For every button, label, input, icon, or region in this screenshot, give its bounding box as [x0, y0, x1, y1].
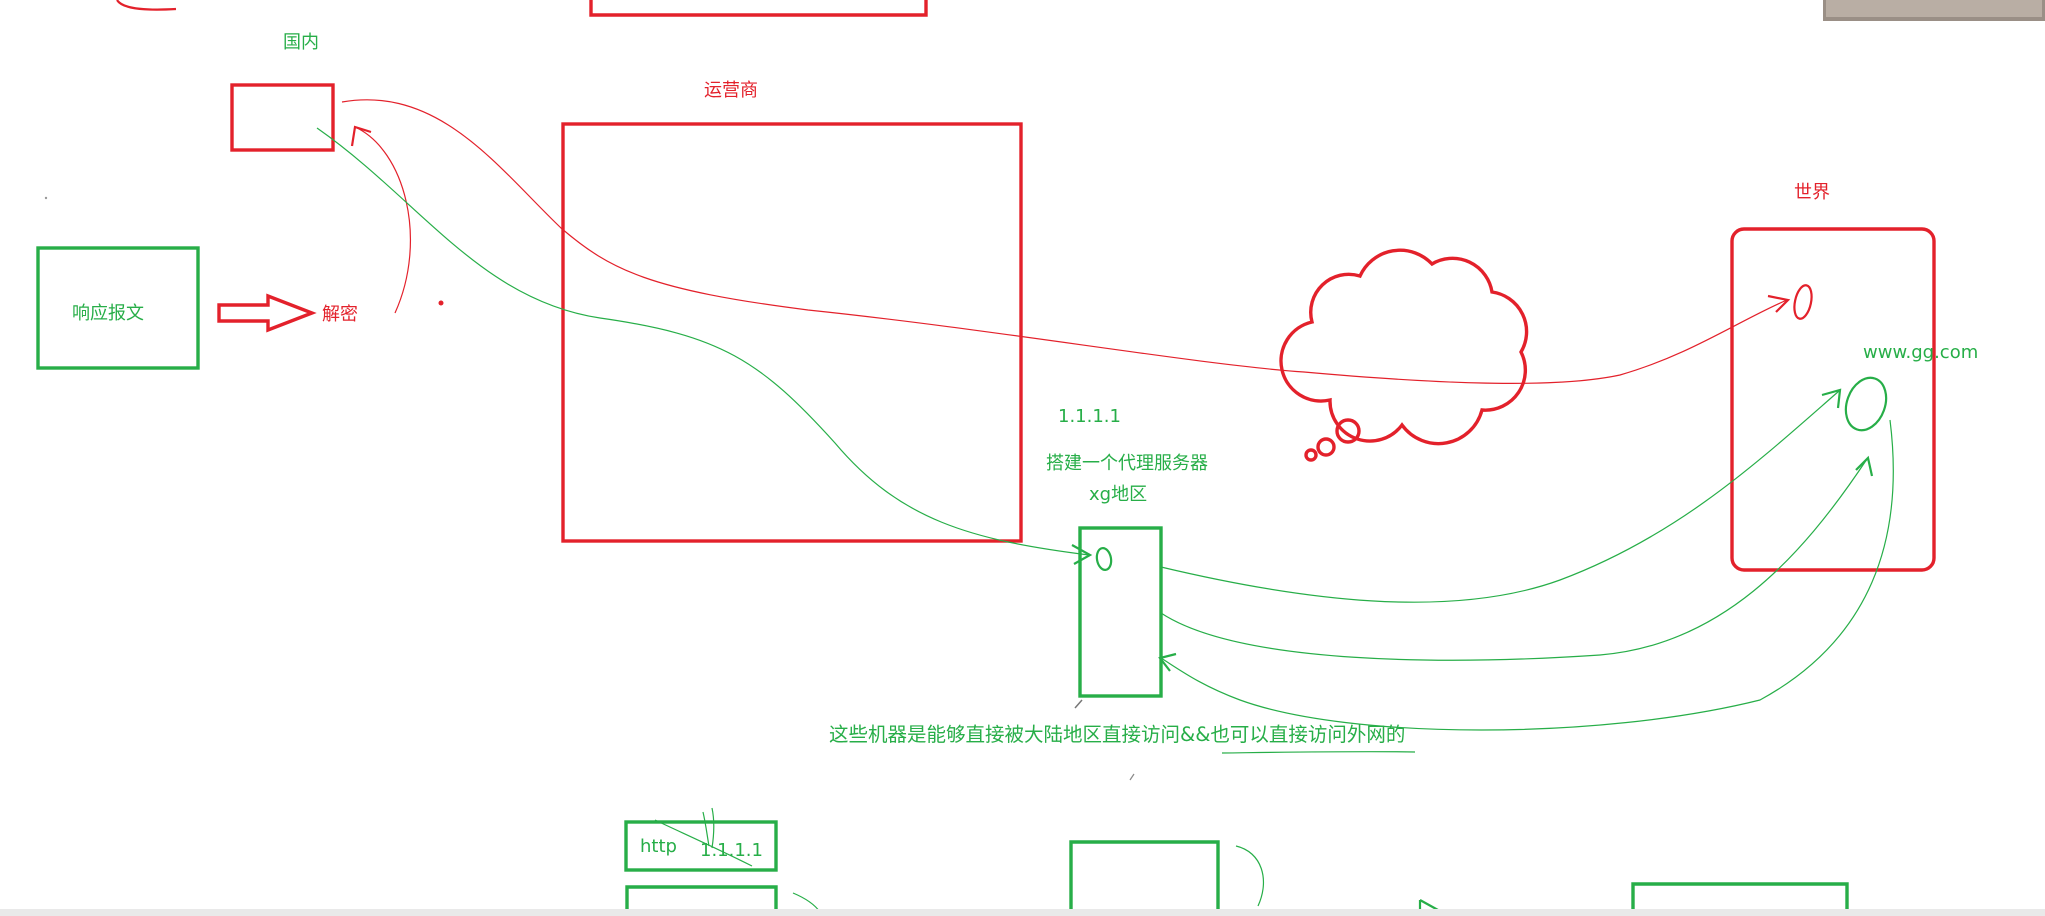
lower-middle-box — [1069, 840, 1220, 916]
decrypt-label: 解密 — [322, 304, 358, 325]
green-proxy-path — [316, 127, 1090, 556]
red-return-path — [354, 126, 412, 314]
green-world-to-proxy-arrowhead — [1158, 652, 1177, 672]
domestic-box — [230, 83, 335, 152]
lower-middle-curve — [1235, 845, 1265, 907]
green-proxy-to-world-2 — [1160, 458, 1868, 661]
red-request-path — [341, 99, 1788, 384]
http-box-scribble — [654, 807, 753, 867]
proxy-ip-label: 1.1.1.1 — [1058, 406, 1121, 427]
domestic-label: 国内 — [283, 32, 319, 53]
proxy-target — [1095, 546, 1113, 572]
arrow-right-icon — [217, 293, 317, 333]
green-proxy-to-world-2-arrowhead — [1855, 455, 1874, 477]
green-proxy-to-world-1 — [1160, 390, 1840, 603]
site-label: www.gg.com — [1863, 342, 1978, 363]
world-box — [1730, 227, 1936, 572]
top-partial-box — [589, 0, 928, 17]
proxy-note-underline — [1221, 750, 1416, 754]
response-message-box — [36, 246, 200, 370]
response-message-label: 响应报文 — [72, 303, 144, 324]
cloud-icon — [1279, 248, 1529, 462]
world-target-green — [1844, 376, 1888, 432]
red-return-arrowhead — [350, 125, 372, 147]
stray-dot-gray — [44, 196, 48, 200]
proxy-note-label: 这些机器是能够直接被大陆地区直接访问&&也可以直接访问外网的 — [829, 723, 1405, 746]
proxy-region-label: xg地区 — [1089, 484, 1147, 505]
green-proxy-to-world-1-arrowhead — [1821, 388, 1842, 409]
isp-label: 运营商 — [704, 80, 758, 101]
red-request-arrowhead — [1767, 294, 1791, 313]
http-box-label: http — [640, 836, 677, 857]
lower-right-box — [1631, 882, 1849, 916]
top-left-partial-stroke — [116, 0, 177, 11]
world-label: 世界 — [1794, 182, 1830, 203]
bottom-bar — [0, 909, 2045, 916]
webcam-thumbnail-inner — [1826, 0, 2042, 17]
proxy-setup-label: 搭建一个代理服务器 — [1046, 453, 1208, 474]
green-world-to-proxy — [1160, 419, 1894, 731]
stray-dot-red — [438, 300, 444, 306]
proxy-pen-mark — [1074, 699, 1083, 709]
proxy-server-box — [1078, 526, 1163, 698]
http-box-ip: 1.1.1.1 — [700, 840, 763, 861]
isp-box — [561, 122, 1023, 543]
lower-left-box — [625, 885, 778, 916]
http-box — [624, 820, 778, 872]
stray-mark — [1129, 773, 1135, 781]
world-target-red — [1793, 284, 1813, 320]
